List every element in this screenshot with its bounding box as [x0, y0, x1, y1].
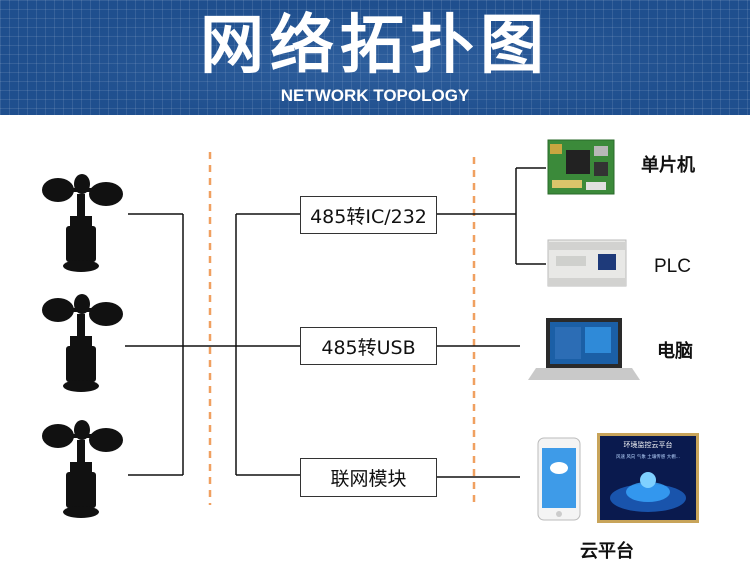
- header-banner: [0, 0, 750, 115]
- label-plc: PLC: [654, 256, 691, 277]
- converter-label: 联网模块: [330, 468, 407, 490]
- converter-label: 485转USB: [321, 336, 416, 359]
- plc-icon: [547, 239, 627, 287]
- sensor-bus: [125, 213, 300, 476]
- label-mcu: 单片机: [641, 155, 695, 176]
- converter-box-network-module: 联网模块: [300, 458, 437, 497]
- cloud-screen-title: 环境监控云平台: [624, 440, 673, 449]
- anemometer-icon: [42, 174, 123, 272]
- laptop-icon: [528, 318, 640, 380]
- phone-icon: [537, 437, 581, 521]
- anemometer-icon: [42, 294, 123, 392]
- mcu-board-icon: [547, 139, 615, 195]
- cloud-screen-items: 风速 风向 气象 土壤传感 大棚...: [616, 453, 680, 460]
- label-pc: 电脑: [657, 341, 693, 362]
- page-subtitle: NETWORK TOPOLOGY: [280, 86, 470, 105]
- anemometer-icon: [42, 420, 123, 518]
- device-links: [436, 167, 546, 478]
- converter-box-usb: 485转USB: [300, 327, 437, 365]
- converter-label: 485转IC/232: [310, 205, 427, 228]
- converter-box-ic232: 485转IC/232: [300, 196, 437, 234]
- label-cloud: 云平台: [580, 541, 634, 562]
- cloud-platform-screen: 环境监控云平台 风速 风向 气象 土壤传感 大棚...: [597, 433, 699, 523]
- page-title: 网络拓扑图: [200, 9, 550, 83]
